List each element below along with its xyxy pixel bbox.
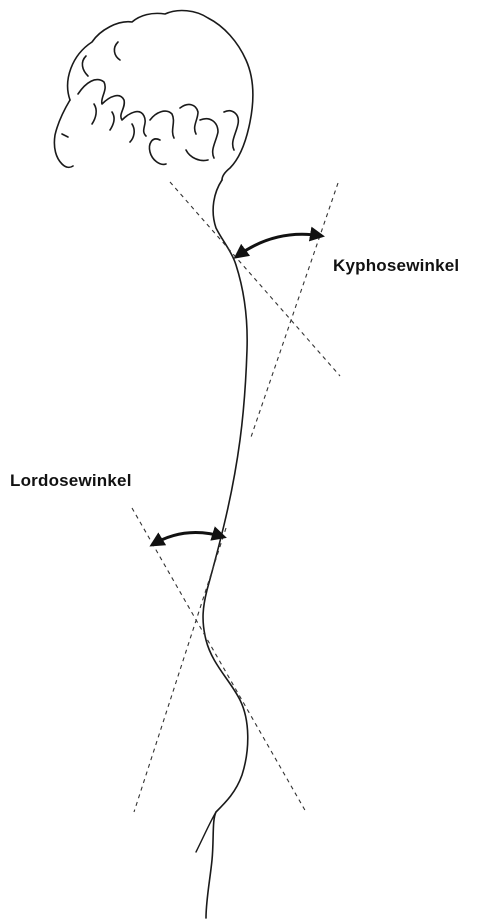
lordosis-angle-label: Lordosewinkel (10, 471, 132, 491)
kyphosis-upper-tangent (170, 182, 340, 376)
lordosis-upper-tangent (132, 508, 306, 812)
kyphosis-angle-label: Kyphosewinkel (333, 256, 459, 276)
lordosis-tangent-lines (132, 508, 306, 812)
kyphosis-angle-arrow (236, 234, 322, 257)
kyphosis-lower-tangent (250, 183, 338, 440)
spine-curve (203, 180, 248, 918)
kyphosis-tangent-lines (170, 182, 340, 440)
head-outline (54, 11, 253, 180)
lordosis-angle-arrow (152, 533, 224, 546)
